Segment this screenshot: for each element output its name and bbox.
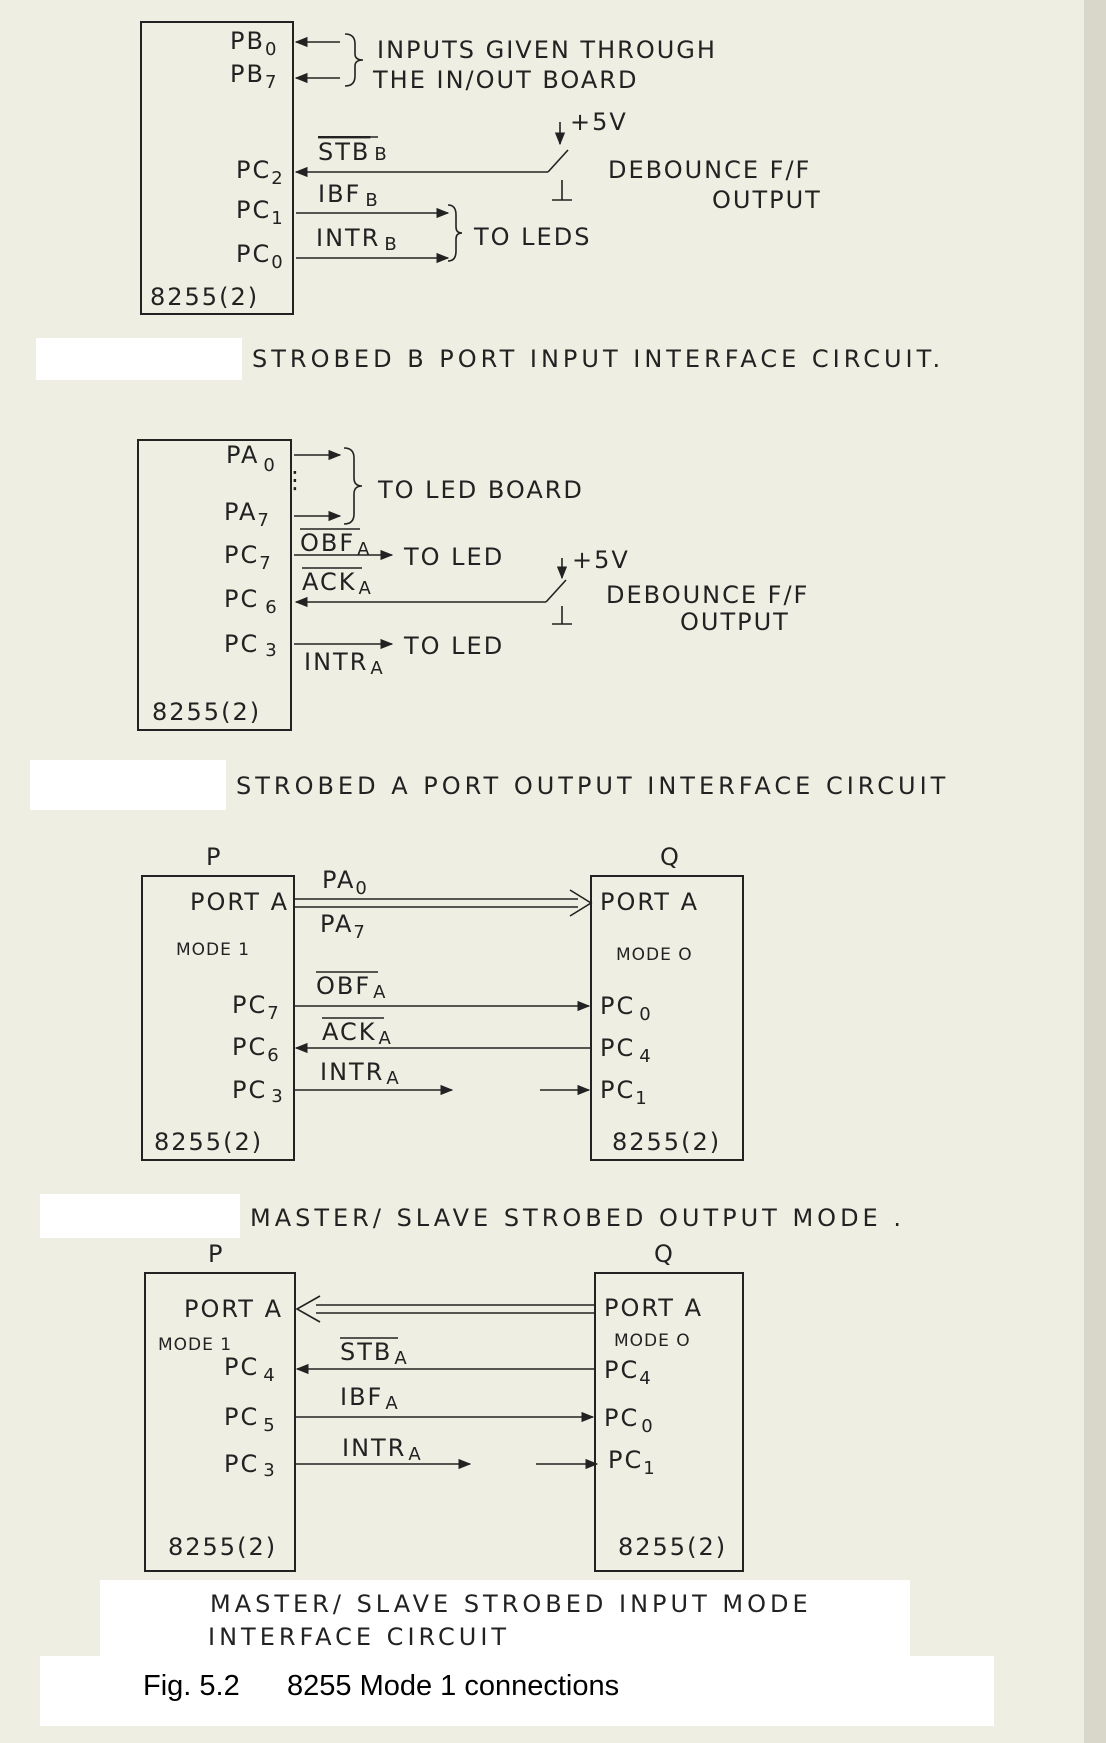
caption-mask xyxy=(30,760,226,810)
pin-dots: ⋮ xyxy=(283,466,309,494)
chip-p-label: P xyxy=(208,1240,224,1268)
to-led-note-intr: TO LED xyxy=(403,632,504,660)
caption-strobed-b: STROBED B PORT INPUT INTERFACE CIRCUIT. xyxy=(252,345,944,373)
p-pin-pc6: PC6 xyxy=(232,1033,281,1066)
plus5v-label: +5V xyxy=(570,108,628,136)
debounce-line1: DEBOUNCE F/F xyxy=(606,581,809,609)
q-pin-pc1: PC1 xyxy=(600,1076,649,1109)
plus5v-label: +5V xyxy=(572,546,630,574)
debounce-line1: DEBOUNCE F/F xyxy=(608,156,811,184)
to-leds-brace xyxy=(447,204,463,262)
caption-mask xyxy=(40,1194,240,1238)
chip-q-box xyxy=(590,875,744,1161)
caption-master-slave-input-line2: INTERFACE CIRCUIT xyxy=(208,1623,510,1651)
chip-p-label: P xyxy=(206,843,222,871)
figure-caption-strip xyxy=(40,1656,994,1726)
caption-mask xyxy=(36,338,242,380)
bus-pa7-label: PA7 xyxy=(320,910,367,943)
pin-pc0: PC0 xyxy=(236,240,285,273)
caption-master-slave-output: MASTER/ SLAVE STROBED OUTPUT MODE . xyxy=(250,1204,905,1232)
page-edge xyxy=(1084,0,1106,1743)
chip-label: 8255(2) xyxy=(150,283,259,311)
inputs-note-line1: INPUTS GIVEN THROUGH xyxy=(377,36,717,64)
diagram-strobed-b-port-input: 8255(2) PB0 PB7 PC2 PC1 PC0 INPUTS GIVEN… xyxy=(36,21,944,380)
q-port-a: PORT A xyxy=(600,888,699,916)
chip-8255-box xyxy=(137,439,292,731)
q-pin-pc1: PC1 xyxy=(608,1446,657,1479)
chip-q-8255: 8255(2) xyxy=(618,1533,727,1561)
chip-q-label: Q xyxy=(654,1240,675,1268)
pin-pb0: PB0 xyxy=(230,27,278,60)
bus-pa0-label: PA0 xyxy=(322,866,369,899)
switch-blade xyxy=(547,149,569,173)
p-pin-pc7: PC7 xyxy=(232,991,281,1024)
q-mode: MODE O xyxy=(614,1331,691,1351)
chip-p-8255: 8255(2) xyxy=(154,1128,263,1156)
chip-8255-box xyxy=(140,21,294,315)
port-a-bus-arrow xyxy=(295,1295,321,1323)
chip-p-box xyxy=(141,875,295,1161)
chip-q-label: Q xyxy=(660,843,681,871)
debounce-line2: OUTPUT xyxy=(680,608,790,636)
p-port-a: PORT A xyxy=(190,888,289,916)
caption-strobed-a: STROBED A PORT OUTPUT INTERFACE CIRCUIT xyxy=(236,772,949,800)
to-led-board-note: TO LED BOARD xyxy=(377,476,584,504)
chip-q-box xyxy=(594,1272,744,1572)
figure-number: Fig. 5.2 xyxy=(143,1670,240,1702)
p-mode: MODE 1 xyxy=(158,1335,232,1355)
pin-pc1: PC1 xyxy=(236,196,285,229)
inputs-brace xyxy=(344,33,364,87)
port-a-bus-arrow xyxy=(569,889,593,917)
to-led-board-brace xyxy=(343,447,363,525)
p-port-a: PORT A xyxy=(184,1295,283,1323)
chip-q-8255: 8255(2) xyxy=(612,1128,721,1156)
pin-pc7: PC7 xyxy=(224,541,273,574)
q-mode: MODE O xyxy=(616,945,693,965)
p-mode: MODE 1 xyxy=(176,940,250,960)
inputs-note-line2: THE IN/OUT BOARD xyxy=(372,66,638,94)
switch-blade xyxy=(545,579,567,603)
chip-p-box xyxy=(144,1272,296,1572)
q-port-a: PORT A xyxy=(604,1294,703,1322)
chip-p-8255: 8255(2) xyxy=(168,1533,277,1561)
pin-pa7: PA7 xyxy=(224,498,271,531)
pin-pb7: PB7 xyxy=(230,60,278,93)
caption-master-slave-input-line1: MASTER/ SLAVE STROBED INPUT MODE xyxy=(210,1590,812,1618)
caption-mask xyxy=(100,1580,910,1656)
pin-pc2: PC2 xyxy=(236,156,285,189)
debounce-line2: OUTPUT xyxy=(712,186,822,214)
to-led-note-obf: TO LED xyxy=(403,543,504,571)
to-leds-note: TO LEDS xyxy=(473,223,591,251)
figure-title: 8255 Mode 1 connections xyxy=(287,1670,619,1702)
chip-label: 8255(2) xyxy=(152,698,261,726)
diagram-master-slave-output: P Q PORT A MODE 1 PORT A MODE O PA0 PA7 … xyxy=(40,843,905,1238)
q-pin-pc4: PC4 xyxy=(604,1356,653,1389)
